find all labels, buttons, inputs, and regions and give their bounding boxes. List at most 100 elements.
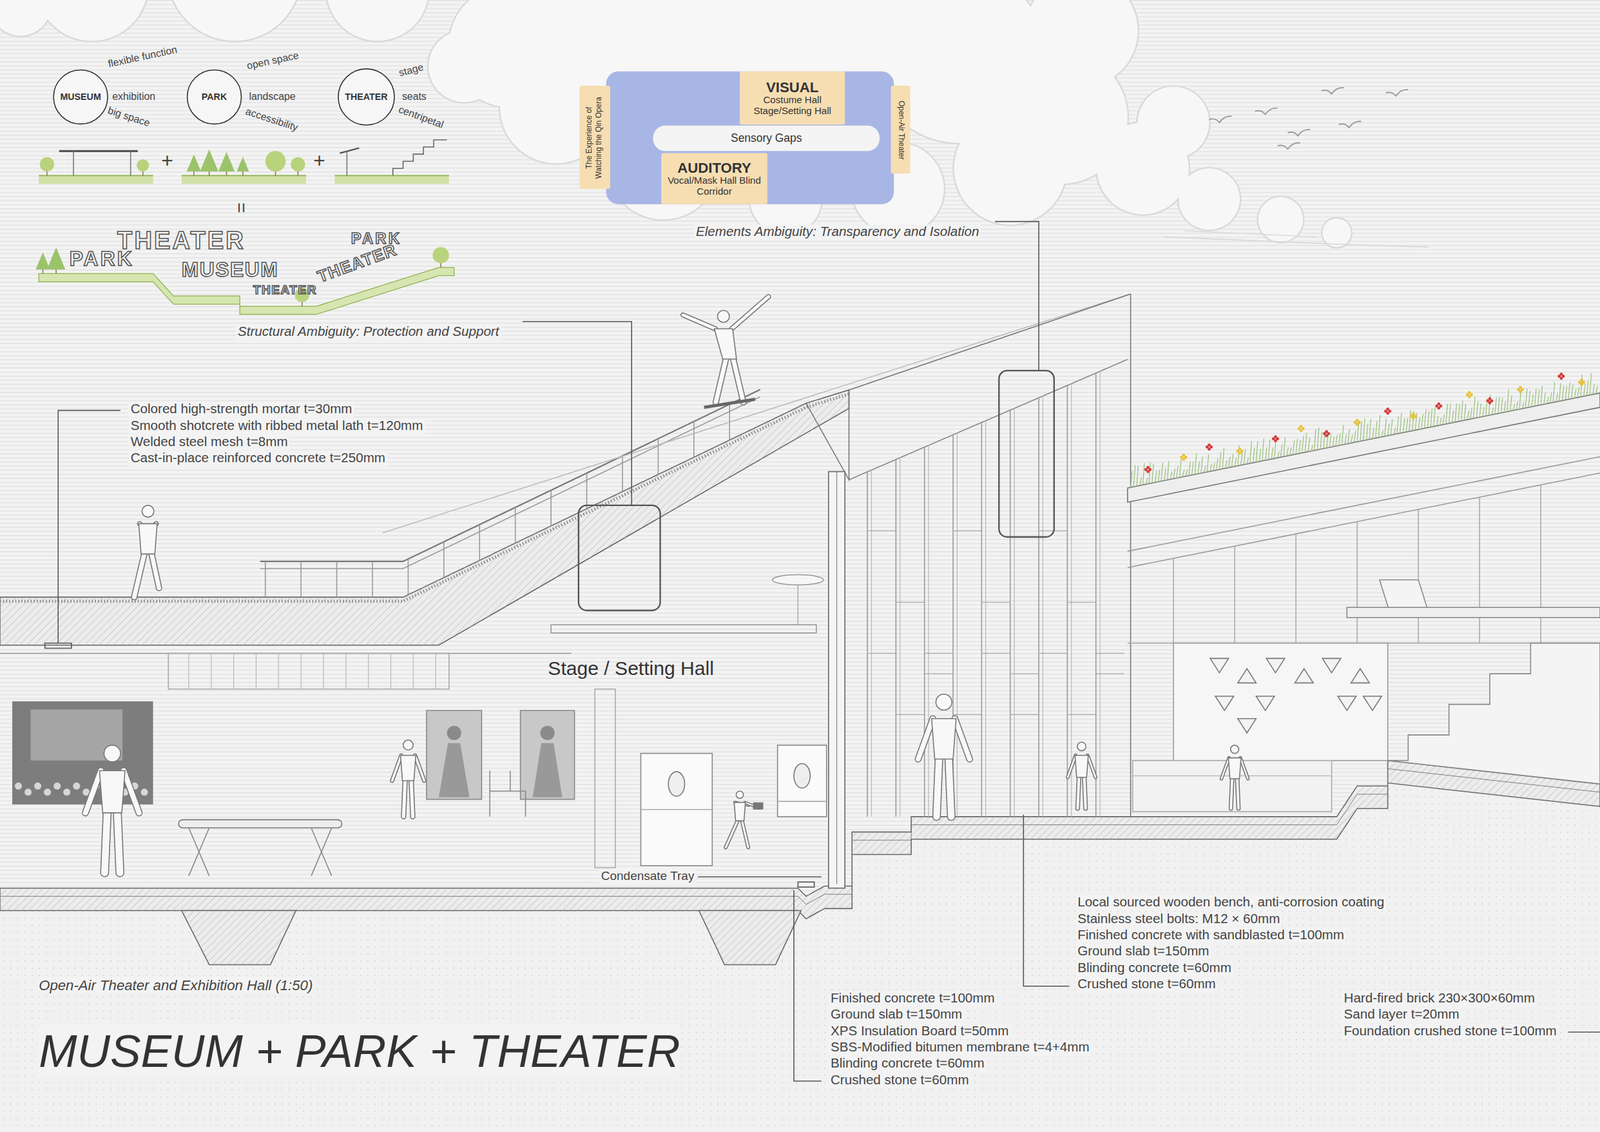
- mullion: [1013, 407, 1015, 817]
- person-figure: [134, 505, 159, 598]
- bird: [1339, 121, 1362, 128]
- ceiling-frame: [168, 652, 449, 689]
- grass: [1164, 467, 1166, 481]
- leader-line: [1568, 1031, 1600, 1033]
- flower: [1488, 396, 1492, 401]
- tree-crown: [35, 251, 50, 270]
- grass: [1167, 460, 1169, 481]
- figure-head: [1077, 741, 1086, 751]
- trestle: [188, 827, 210, 876]
- grass: [1482, 406, 1485, 417]
- grass: [1179, 458, 1182, 478]
- figure-limb: [936, 759, 939, 817]
- material-spec: Blinding concrete t=60mm: [1075, 960, 1234, 976]
- grass: [1295, 438, 1298, 455]
- grass: [1409, 409, 1411, 432]
- triangle-opening: [1210, 657, 1229, 673]
- grass: [1522, 402, 1524, 409]
- ground-line: [181, 175, 307, 177]
- node-heading: VISUAL: [766, 78, 819, 95]
- flower: [1273, 434, 1278, 439]
- panel-top: [849, 358, 1128, 480]
- frame-bar: [188, 652, 189, 689]
- footing: [699, 910, 801, 965]
- grass: [1161, 462, 1163, 482]
- grass: [1292, 440, 1294, 455]
- material-spec: SBS-Modified bitumen membrane t=4+4mm: [828, 1040, 1092, 1056]
- sense-box: AUDITORYVocal/Mask Hall Blind Corridor: [661, 153, 768, 205]
- figure-limb: [742, 820, 749, 847]
- mullion: [1099, 371, 1100, 817]
- grass: [1210, 463, 1212, 472]
- node-heading: Open-Air Theater: [896, 99, 906, 160]
- grass: [1259, 448, 1261, 462]
- grass: [1155, 470, 1157, 482]
- trestle: [188, 827, 210, 876]
- mullion: [1067, 385, 1069, 817]
- grass: [1234, 457, 1236, 466]
- grass: [1565, 385, 1567, 400]
- grass: [1344, 433, 1347, 444]
- grass: [1537, 389, 1539, 406]
- roof-slab: [0, 389, 850, 646]
- material-spec: Ground slab t=150mm: [1075, 944, 1212, 960]
- figure-limb: [1230, 778, 1233, 809]
- flower: [1436, 402, 1441, 406]
- grass: [1461, 400, 1463, 421]
- grass: [1136, 465, 1138, 487]
- grass: [1188, 461, 1191, 476]
- tree-crown: [236, 156, 249, 172]
- tree-crown: [199, 149, 219, 172]
- cloud-outline: [166, 0, 303, 43]
- grass: [1547, 396, 1549, 404]
- figure-torso: [1074, 755, 1089, 778]
- grass: [1507, 389, 1509, 412]
- transom: [953, 530, 982, 531]
- grass: [1589, 373, 1591, 396]
- portrait-figure: [438, 742, 470, 798]
- grass: [1378, 414, 1380, 438]
- grass: [1201, 456, 1203, 473]
- cloud-body: [428, 30, 501, 103]
- grass: [1152, 463, 1154, 483]
- figure-torso: [400, 755, 417, 781]
- figure-limb: [936, 759, 939, 817]
- wall-grid: [1540, 484, 1542, 643]
- material-spec: Blinding concrete t=60mm: [828, 1056, 987, 1072]
- figure-limb: [411, 780, 413, 817]
- camera: [753, 802, 764, 810]
- figure-limb: [391, 755, 401, 781]
- tree-crown: [136, 159, 149, 172]
- grass: [1442, 414, 1445, 425]
- node-body: Costume Hall Stage/Setting Hall: [744, 94, 840, 118]
- footing-hatch: [181, 910, 296, 965]
- concept-circle: PARK: [186, 69, 243, 126]
- experience-band: The Experience of Watching the Qin Opera: [579, 85, 611, 189]
- flower: [1207, 447, 1211, 451]
- wall-grid: [1172, 558, 1175, 643]
- grass: [1308, 437, 1310, 452]
- grass: [1348, 429, 1350, 444]
- portrait: [426, 710, 482, 800]
- figure-limb: [104, 812, 107, 873]
- tree-crown: [432, 246, 449, 263]
- grass: [1332, 436, 1334, 447]
- rail-post: [336, 561, 338, 597]
- figure-limb: [403, 780, 405, 817]
- figure-limb: [742, 820, 749, 847]
- grass: [1519, 390, 1521, 410]
- triangle-opening: [1215, 695, 1234, 711]
- grass: [1540, 385, 1543, 405]
- rail-post: [371, 561, 374, 597]
- figure-limb: [733, 358, 744, 403]
- grass: [1246, 457, 1249, 464]
- grass: [1262, 438, 1264, 461]
- seat-slab: [1346, 607, 1600, 618]
- grass: [1280, 443, 1282, 457]
- cloud-body: [168, 0, 301, 41]
- rail-post: [621, 455, 624, 492]
- flower: [1467, 391, 1472, 395]
- mullion: [871, 469, 872, 817]
- condensate-tray: [797, 881, 814, 887]
- grass: [1436, 415, 1439, 426]
